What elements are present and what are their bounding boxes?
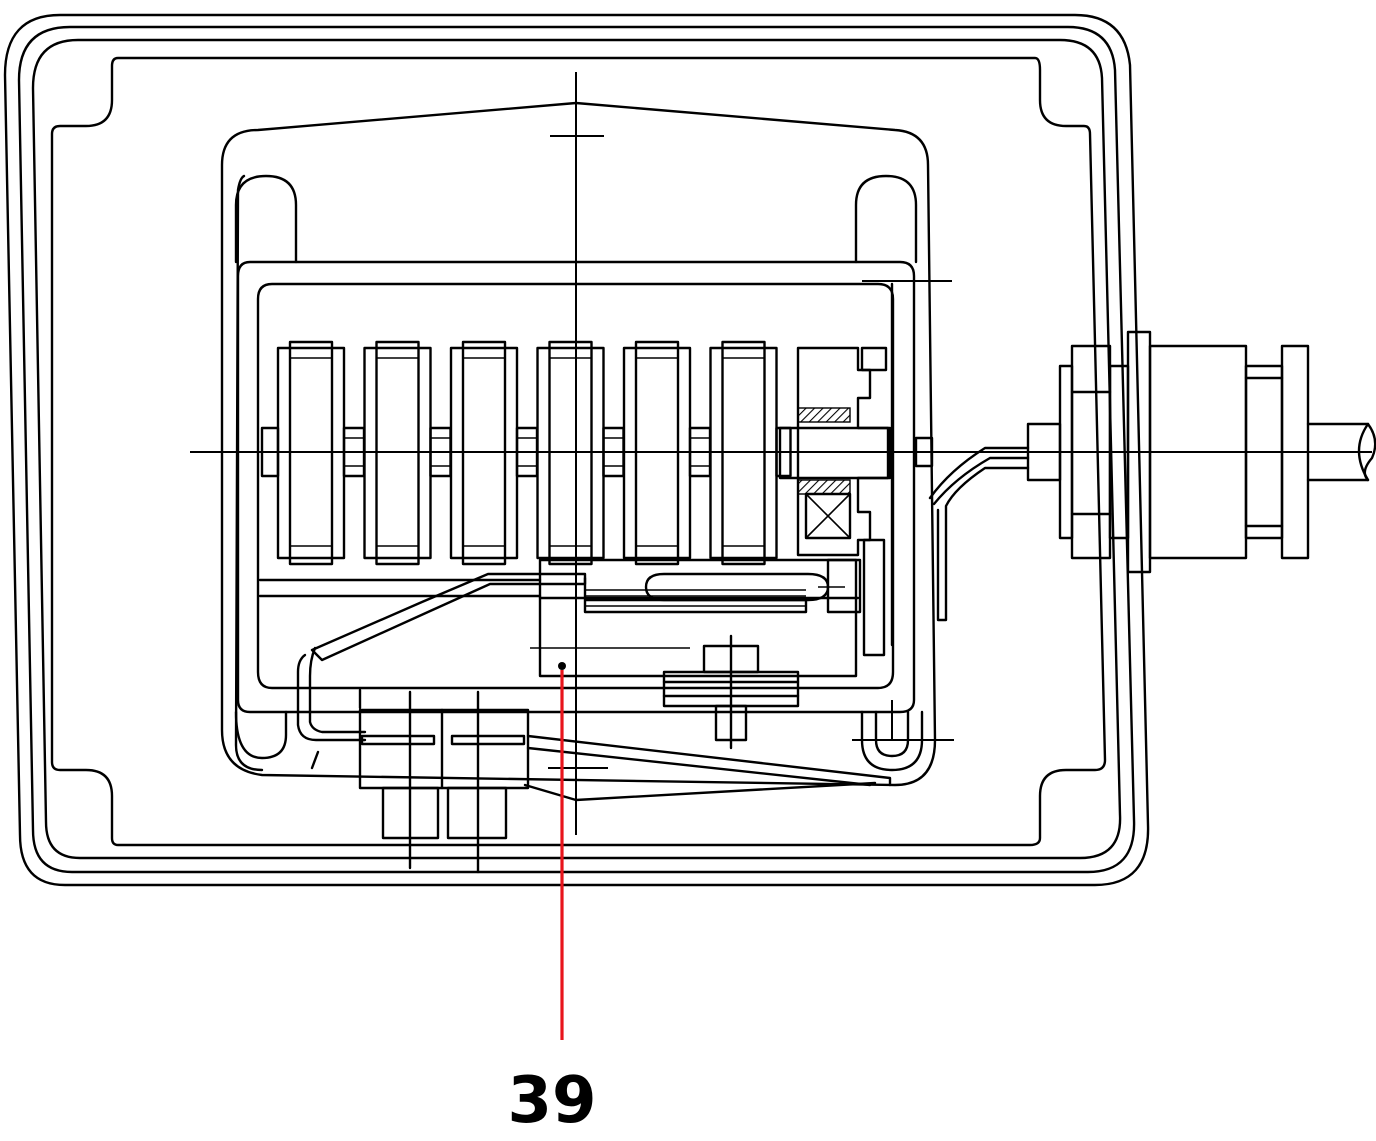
enclosure-housing (3, 13, 1150, 887)
lever-arm (296, 572, 587, 770)
terminal-block (358, 688, 892, 874)
callout-anchor-dot (558, 662, 566, 670)
cable-gland (928, 330, 1376, 622)
cam-block (258, 558, 862, 678)
mounting-bolt (662, 634, 800, 750)
centre-lines (190, 72, 1372, 835)
callout-number: 39 (507, 1064, 596, 1138)
callout-39: 39 (507, 662, 597, 1138)
